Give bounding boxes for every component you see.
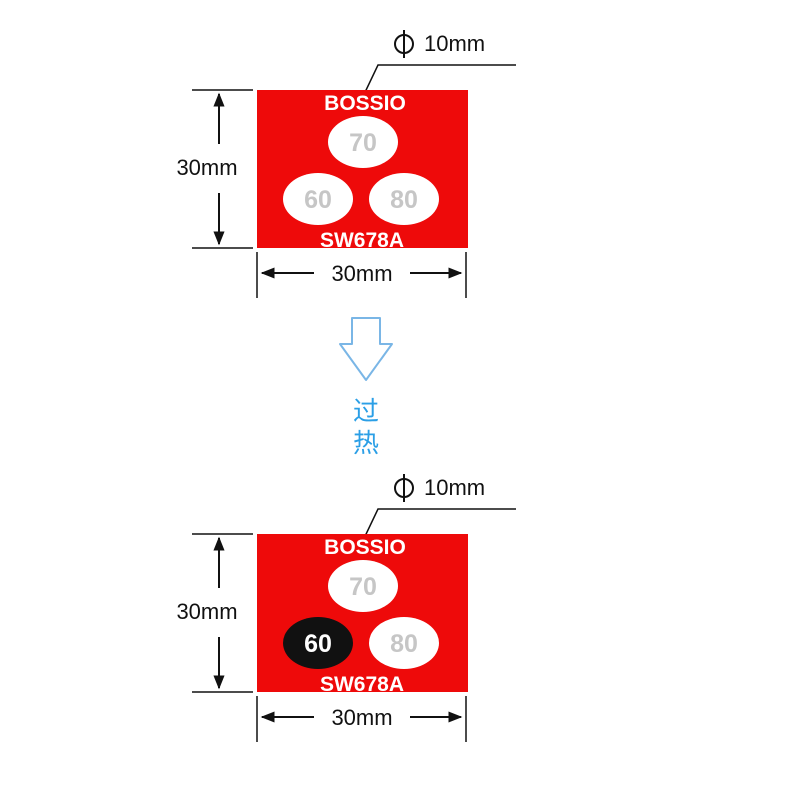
- dot-value: 60: [304, 186, 332, 214]
- label-before: 10mm BOSSIO SW678A 70 60 80 30mm: [176, 30, 516, 298]
- height-dimension: 30mm: [176, 533, 253, 693]
- width-label: 30mm: [331, 705, 392, 730]
- height-label: 30mm: [176, 155, 237, 180]
- brand-text: BOSSIO: [324, 536, 406, 559]
- dot-circle: [369, 173, 439, 225]
- hollow-down-arrow-icon: [339, 317, 393, 381]
- dot-circle: [328, 116, 398, 168]
- dot-circle: [283, 173, 353, 225]
- height-label: 30mm: [176, 599, 237, 624]
- brand-text: BOSSIO: [324, 92, 406, 115]
- height-dimension: 30mm: [176, 89, 253, 249]
- transition-arrow: 过 热: [339, 317, 393, 459]
- dot-value: 80: [390, 186, 418, 214]
- width-dimension: 30mm: [256, 252, 467, 298]
- diameter-callout: 10mm: [347, 474, 516, 573]
- diameter-symbol-icon: [394, 474, 414, 502]
- label-after: 10mm BOSSIO SW678A 70 60 80 30mm: [176, 474, 516, 742]
- overheat-text-line2: 热: [353, 429, 379, 459]
- temperature-dot-60: 60: [283, 173, 353, 225]
- model-text: SW678A: [320, 229, 404, 252]
- temperature-dot-80: 80: [369, 173, 439, 225]
- temperature-dot-60: 60: [283, 617, 353, 669]
- width-label: 30mm: [331, 261, 392, 286]
- dot-value: 60: [304, 630, 332, 658]
- model-text: SW678A: [320, 673, 404, 696]
- dot-circle: [369, 617, 439, 669]
- temperature-dot-70: 70: [328, 116, 398, 168]
- dot-circle: [328, 560, 398, 612]
- diameter-label: 10mm: [424, 31, 485, 56]
- overheat-text-line1: 过: [353, 397, 379, 427]
- diameter-symbol-icon: [394, 30, 414, 58]
- width-dimension: 30mm: [256, 696, 467, 742]
- temperature-dot-80: 80: [369, 617, 439, 669]
- diameter-label: 10mm: [424, 475, 485, 500]
- dot-value: 70: [349, 573, 377, 601]
- dot-value: 80: [390, 630, 418, 658]
- temperature-dot-70: 70: [328, 560, 398, 612]
- dot-circle: [283, 617, 353, 669]
- dot-value: 70: [349, 129, 377, 157]
